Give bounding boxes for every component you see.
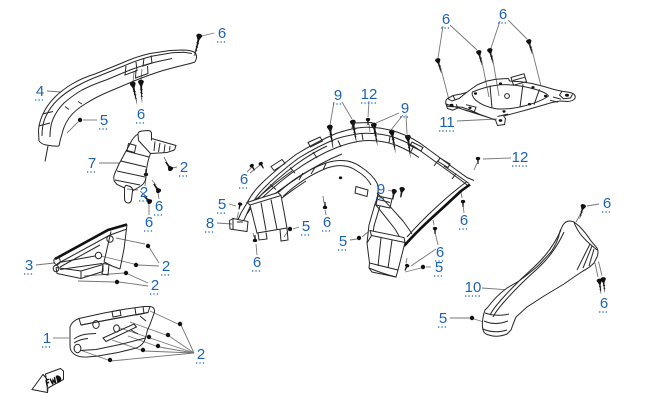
svg-text:6: 6 xyxy=(499,6,507,23)
svg-text:7: 7 xyxy=(88,155,96,172)
svg-text:10: 10 xyxy=(465,279,482,296)
svg-text:5: 5 xyxy=(439,310,447,327)
svg-text:2: 2 xyxy=(180,159,188,176)
svg-text:1: 1 xyxy=(43,330,51,347)
svg-text:6: 6 xyxy=(442,11,450,28)
svg-text:2: 2 xyxy=(151,277,159,294)
svg-text:5: 5 xyxy=(302,218,310,235)
svg-text:2: 2 xyxy=(140,184,148,201)
svg-text:12: 12 xyxy=(361,86,378,103)
svg-text:9: 9 xyxy=(377,181,385,198)
svg-text:6: 6 xyxy=(323,214,331,231)
svg-text:5: 5 xyxy=(218,196,226,213)
svg-text:6: 6 xyxy=(600,295,608,312)
svg-text:6: 6 xyxy=(603,195,611,212)
svg-text:11: 11 xyxy=(439,114,455,131)
svg-text:6: 6 xyxy=(155,198,163,215)
svg-text:6: 6 xyxy=(436,244,444,261)
svg-text:6: 6 xyxy=(145,214,153,231)
svg-text:12: 12 xyxy=(512,149,529,166)
svg-text:3: 3 xyxy=(25,257,33,274)
svg-text:9: 9 xyxy=(401,100,409,117)
svg-text:6: 6 xyxy=(240,171,248,188)
svg-text:6: 6 xyxy=(137,106,145,123)
svg-text:5: 5 xyxy=(339,233,347,250)
svg-text:5: 5 xyxy=(100,112,108,129)
svg-text:6: 6 xyxy=(460,212,468,229)
svg-text:9: 9 xyxy=(334,87,342,104)
svg-text:8: 8 xyxy=(206,215,214,232)
svg-text:5: 5 xyxy=(435,259,443,276)
svg-text:2: 2 xyxy=(162,258,170,275)
svg-text:2: 2 xyxy=(197,346,205,363)
svg-text:6: 6 xyxy=(218,25,226,42)
svg-text:6: 6 xyxy=(253,254,261,271)
svg-text:4: 4 xyxy=(36,83,44,100)
